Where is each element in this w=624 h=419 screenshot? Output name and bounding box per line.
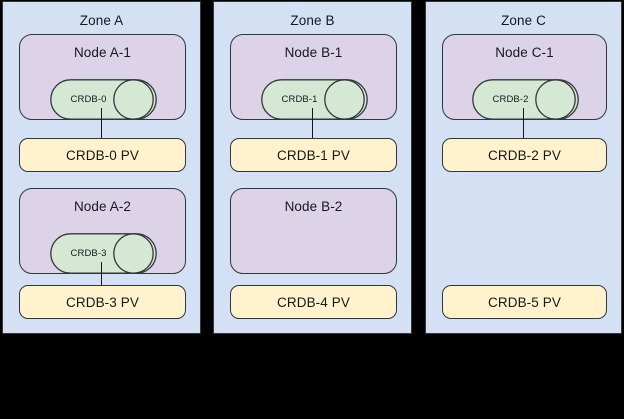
node-b-1[interactable]: Node B-1 CRDB-1 (230, 34, 397, 120)
node-a-1-pv-connector (101, 108, 102, 140)
node-c-1-pv-connector (523, 108, 524, 140)
node-b-1-label: Node B-1 (284, 45, 343, 60)
node-b-2-label: Node B-2 (284, 199, 343, 214)
zone-b[interactable]: Zone B Node B-1 CRDB-1 CRDB-1 PV Node B-… (213, 1, 412, 334)
pv-label: CRDB-1 PV (277, 147, 350, 163)
pv-crdb-2[interactable]: CRDB-2 PV (442, 138, 607, 172)
node-b-2[interactable]: Node B-2 (230, 188, 397, 274)
node-b-1-pv-connector (312, 108, 313, 140)
database-cylinder-icon[interactable]: CRDB-0 (50, 79, 157, 120)
pv-crdb-5[interactable]: CRDB-5 PV (442, 285, 607, 319)
node-a-2-pv-connector (101, 262, 102, 294)
pv-crdb-4[interactable]: CRDB-4 PV (230, 285, 397, 319)
node-a-1[interactable]: Node A-1 CRDB-0 (19, 34, 186, 120)
pv-label: CRDB-2 PV (488, 147, 561, 163)
pv-crdb-3[interactable]: CRDB-3 PV (19, 285, 186, 319)
pv-label: CRDB-3 PV (66, 294, 139, 310)
node-a-1-label: Node A-1 (73, 45, 132, 60)
database-cylinder-icon[interactable]: CRDB-2 (472, 79, 579, 120)
node-c-1-label: Node C-1 (495, 45, 554, 60)
node-c-1[interactable]: Node C-1 CRDB-2 (442, 34, 607, 120)
zone-c[interactable]: Zone C Node C-1 CRDB-2 CRDB-2 PV CRDB-5 … (425, 1, 622, 334)
zone-a[interactable]: Zone A Node A-1 CRDB-0 CRDB-0 PV Node A-… (2, 1, 201, 334)
pv-label: CRDB-4 PV (277, 294, 350, 310)
pv-label: CRDB-0 PV (66, 147, 139, 163)
database-cylinder-icon[interactable]: CRDB-1 (261, 79, 368, 120)
pv-crdb-1[interactable]: CRDB-1 PV (230, 138, 397, 172)
database-cylinder-icon[interactable]: CRDB-3 (50, 233, 157, 274)
zone-a-label: Zone A (79, 13, 124, 28)
pv-label: CRDB-5 PV (488, 294, 561, 310)
pv-crdb-0[interactable]: CRDB-0 PV (19, 138, 186, 172)
zone-b-label: Zone B (290, 13, 335, 28)
zone-c-label: Zone C (501, 13, 546, 28)
node-a-2-label: Node A-2 (73, 199, 132, 214)
node-a-2[interactable]: Node A-2 CRDB-3 (19, 188, 186, 274)
